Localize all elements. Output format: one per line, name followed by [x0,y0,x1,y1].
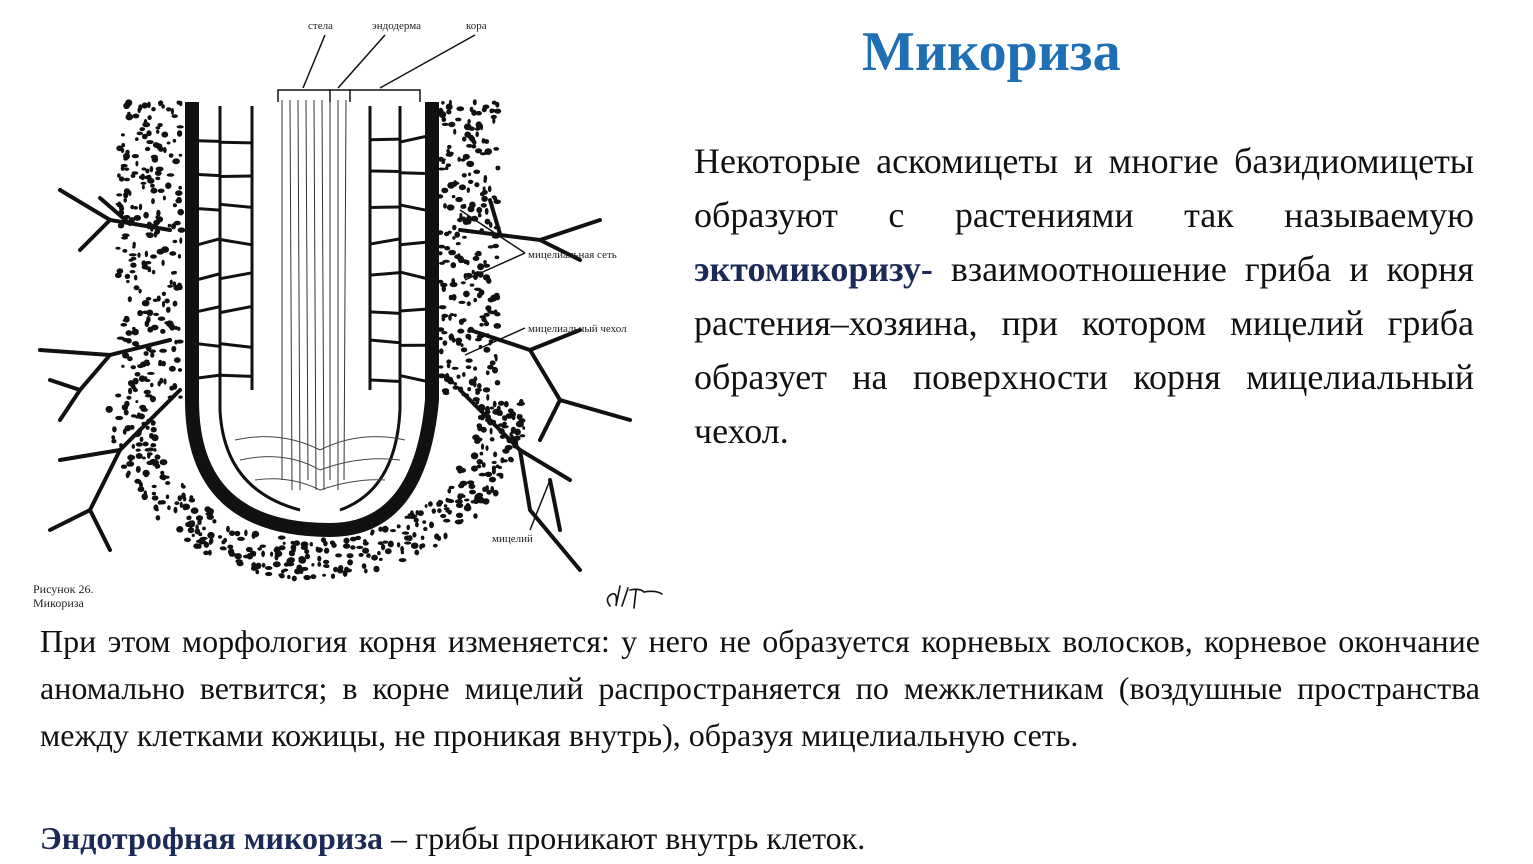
stele-lines [281,99,347,491]
intro-paragraph: Некоторые аскомицеты и многие базидиомиц… [694,134,1474,458]
leader-lines [277,34,551,531]
morphology-paragraph: При этом морфология корня изменяется: у … [40,623,1480,753]
cell-rows [197,134,427,383]
cortex-cells [218,106,402,512]
caption-title: Микориза [33,596,84,610]
figure-caption: Рисунок 26. Микориза [33,582,94,610]
root-cap-cells [234,436,406,491]
label-endoderm: эндодерма [372,20,421,32]
slide-title: Микориза [862,21,1121,83]
caption-number: Рисунок 26. [33,582,94,596]
signature-mark [606,585,663,609]
endotrophic-term: Эндотрофная микориза [40,820,384,856]
mycorrhiza-figure: стела эндодерма кора мицелиальная сеть м… [20,10,660,610]
label-cortex: кора [466,20,487,32]
ectomycorrhiza-term: эктомикоризу- [694,249,933,289]
label-stele: стела [308,20,333,32]
hyphae [38,188,632,572]
label-mycelial-net: мицелиальная сеть [528,249,617,261]
intro-text-after: взаимоотношение гриба и корня растения–х… [694,249,1474,451]
label-mycelium: мицелий [492,533,533,545]
intro-text-before: Некоторые аскомицеты и многие базидиомиц… [694,141,1474,235]
root-outline [185,102,439,538]
label-mycelial-sheath: мицелиальный чехол [528,323,627,335]
endotrophic-text: – грибы проникают внутрь клеток. [383,820,866,856]
endotrophic-line: Эндотрофная микориза – грибы проникают в… [40,815,1240,862]
